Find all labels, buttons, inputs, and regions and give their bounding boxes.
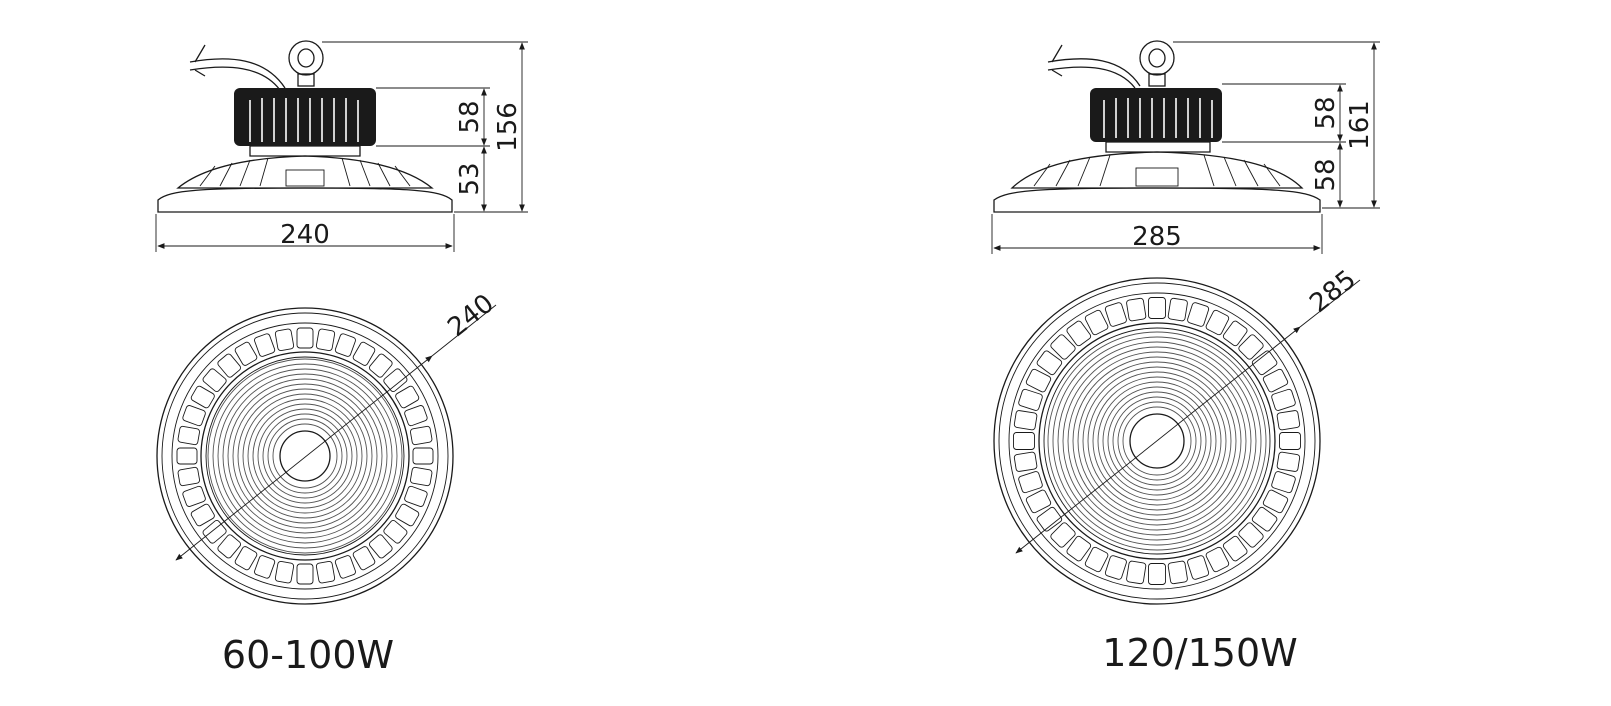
led-chip [1276,451,1301,472]
led-chip [254,555,276,579]
led-chip [404,485,428,507]
dim-diameter-large: 285 [1304,265,1362,319]
led-chip [1050,334,1076,360]
lens-ring [262,413,348,499]
model-large: 285 58 58 161 285 12 [991,40,1380,675]
lens-ring [227,378,383,534]
led-chip [409,466,433,487]
led-chip [1013,432,1035,450]
lens-ring [272,423,338,489]
led-chip [404,405,428,427]
led-chip [1050,522,1076,548]
caption-large: 120/150W [1102,631,1297,675]
led-chip [182,405,206,427]
dim-diameter-small: 240 [442,289,500,343]
led-chip [1187,302,1210,327]
dim-height-bottom-large: 58 [1311,158,1341,191]
led-chip [1126,560,1147,585]
lens-ring [217,368,393,544]
dim-height-top-small: 58 [455,100,485,133]
led-chip [334,333,356,357]
led-chip [412,447,434,465]
led-chip [176,447,198,465]
led-chip [1148,297,1166,319]
led-chip [1018,388,1043,411]
dim-height-total-large: 161 [1345,100,1375,150]
lens-ring [252,403,358,509]
led-chip [1167,560,1188,585]
lens-ring [212,363,398,549]
lens-ring [232,383,378,529]
led-chip [1238,522,1264,548]
led-chip [296,327,314,349]
led-chip [274,328,295,352]
led-chip [254,333,276,357]
led-chip [1279,432,1301,450]
led-chip [1276,410,1301,431]
led-chip [1126,297,1147,322]
led-chip [1271,388,1296,411]
dim-height-total-small: 156 [493,102,523,152]
dim-height-top-large: 58 [1311,96,1341,129]
led-chip [1271,471,1296,494]
led-chip [274,560,295,584]
caption-small: 60-100W [222,633,394,677]
led-chip [315,328,336,352]
side-view-small: 240 58 53 156 [155,40,528,252]
led-chip [1167,297,1188,322]
led-chip [177,425,201,446]
lens-ring [242,393,368,519]
dim-width-small: 240 [280,220,330,250]
led-chip [1104,555,1127,580]
lens-ring [247,398,363,514]
heat-fins-small [249,98,359,142]
led-chip [182,485,206,507]
lens-ring [257,408,353,504]
led-chip [1104,302,1127,327]
dim-height-bottom-small: 53 [455,162,485,195]
lens-rings-small [207,358,403,554]
front-view-small: 240 [156,289,500,605]
led-chip [1013,451,1038,472]
led-chip [315,560,336,584]
led-chip [409,425,433,446]
heat-fins-large [1103,98,1213,138]
led-chip [296,563,314,585]
led-chip [177,466,201,487]
led-chip [1018,471,1043,494]
dim-width-large: 285 [1132,222,1182,252]
led-chip [1148,563,1166,585]
side-view-large: 285 58 58 161 [991,40,1380,254]
led-ring-small [176,327,434,585]
led-chip [1013,410,1038,431]
led-chip [1187,555,1210,580]
front-view-large: 285 [993,265,1362,605]
lens-ring [207,358,403,554]
led-chip [334,555,356,579]
model-small: 240 58 53 156 240 [155,40,528,677]
lens-ring [267,418,343,494]
led-chip [1238,334,1264,360]
